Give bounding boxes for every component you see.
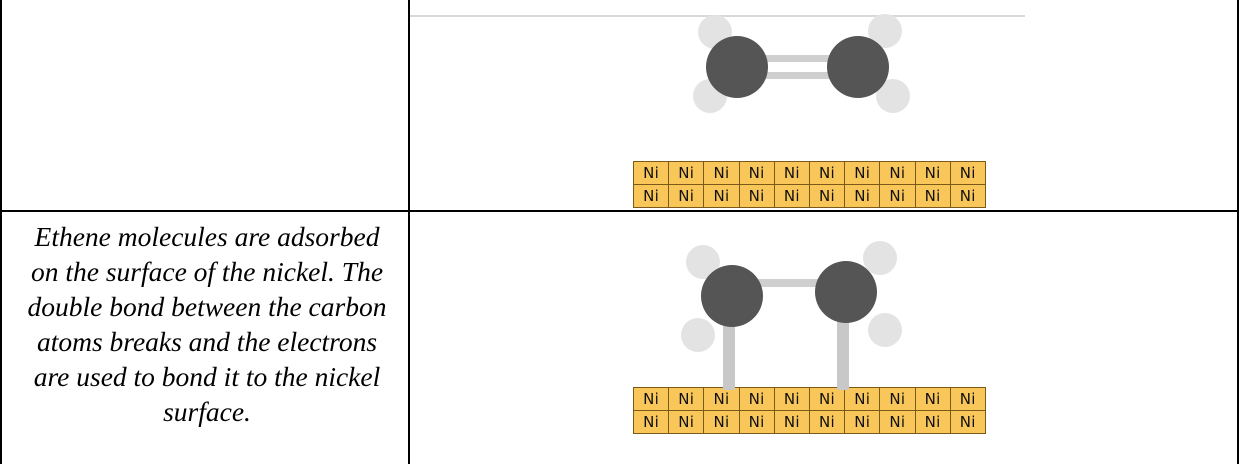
nickel-atom-cell: Ni — [774, 185, 810, 208]
nickel-atom-cell: Ni — [950, 185, 986, 208]
nickel-atom-cell: Ni — [739, 162, 775, 185]
nickel-atom-cell: Ni — [774, 388, 810, 411]
nickel-atom-cell: Ni — [669, 411, 705, 434]
nickel-atom-cell: Ni — [774, 411, 810, 434]
hydrogen-atom — [686, 245, 720, 279]
nickel-atom-cell: Ni — [915, 162, 951, 185]
nickel-atom-cell: Ni — [950, 388, 986, 411]
nickel-atom-cell: Ni — [809, 162, 846, 185]
table-column-divider — [408, 0, 410, 464]
nickel-atom-cell: Ni — [950, 411, 986, 434]
nickel-atom-cell: Ni — [669, 185, 705, 208]
single-bond — [750, 279, 840, 287]
nickel-atom-cell: Ni — [845, 411, 881, 434]
carbon-nickel-bond — [837, 320, 849, 390]
carbon-atom — [701, 265, 763, 327]
nickel-atom-cell: Ni — [845, 388, 881, 411]
hydrogen-atom — [868, 313, 902, 347]
nickel-atom-cell: Ni — [880, 162, 916, 185]
ethene-molecule-free — [693, 14, 910, 113]
table-right-border — [1237, 0, 1239, 464]
nickel-atom-cell: Ni — [880, 388, 916, 411]
nickel-atom-cell: Ni — [634, 162, 670, 185]
table-row-divider-1 — [0, 210, 1239, 212]
nickel-atom-cell: Ni — [950, 162, 986, 185]
carbon-atom — [815, 261, 877, 323]
hydrogen-atom — [876, 79, 910, 113]
nickel-atom-cell: Ni — [809, 185, 846, 208]
carbon-nickel-bond — [723, 320, 735, 390]
nickel-atom-cell: Ni — [704, 185, 740, 208]
nickel-atom-cell: Ni — [845, 185, 881, 208]
nickel-atom-cell: Ni — [915, 185, 951, 208]
nickel-atom-cell: Ni — [774, 162, 810, 185]
nickel-atom-cell: Ni — [880, 185, 916, 208]
nickel-atom-cell: Ni — [739, 411, 775, 434]
table-left-border — [0, 0, 2, 464]
double-bond-top — [750, 55, 845, 62]
hydrogen-atom — [868, 14, 902, 48]
nickel-atom-cell: Ni — [634, 411, 670, 434]
hydrogen-atom — [863, 241, 897, 275]
nickel-atom-cell: Ni — [704, 411, 740, 434]
double-bond-bottom — [750, 72, 845, 79]
nickel-atom-cell: Ni — [704, 388, 740, 411]
nickel-atom-cell: Ni — [809, 388, 846, 411]
carbon-atom — [827, 36, 889, 98]
nickel-atom-cell: Ni — [915, 411, 951, 434]
nickel-atom-cell: Ni — [809, 411, 846, 434]
caption-adsorption: Ethene molecules are adsorbed on the sur… — [27, 221, 387, 427]
hydrogen-atom — [681, 318, 715, 352]
nickel-atom-cell: Ni — [669, 388, 705, 411]
carbon-atom — [706, 36, 768, 98]
nickel-atom-cell: Ni — [880, 411, 916, 434]
nickel-atom-cell: Ni — [704, 162, 740, 185]
nickel-atom-cell: Ni — [669, 162, 705, 185]
nickel-atom-cell: Ni — [739, 388, 775, 411]
nickel-atom-cell: Ni — [915, 388, 951, 411]
nickel-atom-cell: Ni — [845, 162, 881, 185]
nickel-atom-cell: Ni — [739, 185, 775, 208]
ethene-molecule-adsorbed — [681, 241, 902, 390]
nickel-atom-cell: Ni — [634, 185, 670, 208]
table-row-divider-2 — [0, 0, 1239, 1]
nickel-atom-cell: Ni — [634, 388, 670, 411]
